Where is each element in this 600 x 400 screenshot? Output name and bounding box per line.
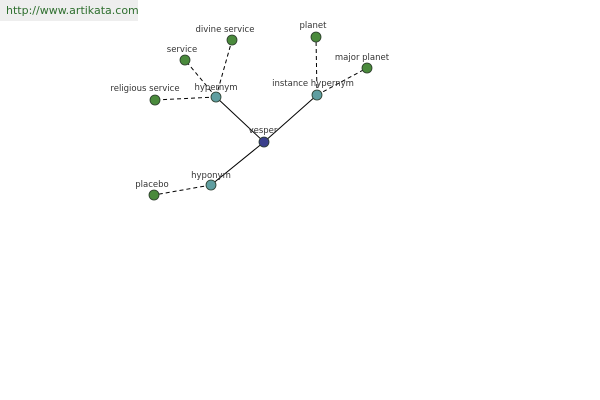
node-label-planet[interactable]: planet (300, 21, 328, 31)
node-service[interactable] (179, 54, 191, 66)
node-label-hypernym[interactable]: hypernym (194, 83, 237, 93)
node-label-religious-service[interactable]: religious service (110, 84, 179, 94)
node-hyponym[interactable] (205, 179, 217, 191)
edge-hypernym-to-religious-service (154, 96, 217, 101)
source-link[interactable]: http://www.artikata.com (0, 0, 139, 21)
node-label-service[interactable]: service (167, 45, 197, 55)
edge-hyponym-to-placebo (153, 184, 212, 196)
node-hypernym[interactable] (210, 91, 222, 103)
edge-instance-hypernym-to-planet (315, 36, 318, 96)
node-planet[interactable] (310, 31, 322, 43)
node-vesper[interactable] (258, 136, 270, 148)
node-label-divine-service[interactable]: divine service (196, 25, 255, 35)
edge-hypernym-to-service (184, 59, 217, 98)
node-placebo[interactable] (148, 189, 160, 201)
node-major-planet[interactable] (361, 62, 373, 74)
edge-vesper-to-instance-hypernym (263, 94, 318, 143)
nodes-layer (148, 31, 373, 201)
edges-layer (153, 36, 368, 196)
node-divine-service[interactable] (226, 34, 238, 46)
edge-hypernym-to-divine-service (215, 39, 233, 98)
node-label-major-planet[interactable]: major planet (335, 53, 390, 63)
node-label-hyponym[interactable]: hyponym (191, 171, 231, 181)
node-religious-service[interactable] (149, 94, 161, 106)
edge-vesper-to-hypernym (215, 96, 265, 143)
node-label-placebo[interactable]: placebo (135, 180, 168, 190)
edge-instance-hypernym-to-major-planet (316, 67, 368, 96)
node-instance-hypernym[interactable] (311, 89, 323, 101)
node-label-vesper[interactable]: vesper (249, 126, 278, 136)
edge-vesper-to-hyponym (210, 141, 265, 186)
node-label-instance-hypernym[interactable]: instance hypernym (272, 79, 354, 89)
labels-layer: vesper hypernym instance hypernym hyponym se… (110, 21, 389, 190)
